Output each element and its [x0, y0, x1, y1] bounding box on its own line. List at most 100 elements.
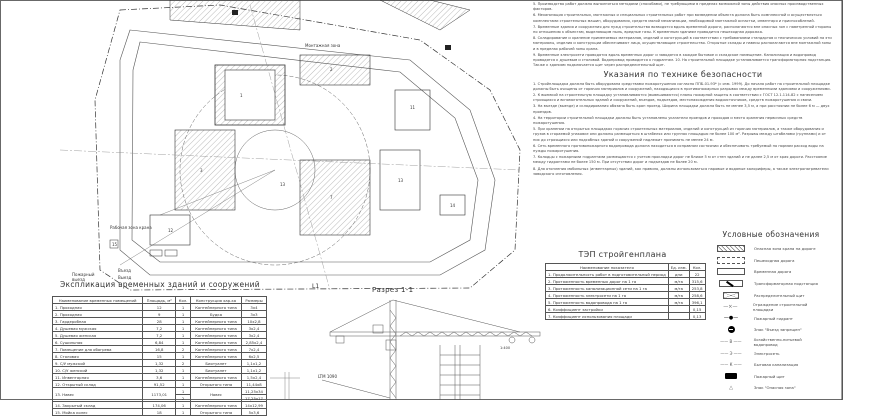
- section-title: Разрез 1-1: [372, 286, 414, 294]
- table-cell: 11. Инвентарная: [51, 373, 144, 381]
- legend-symbol-icon: [716, 245, 746, 253]
- table-cell: 6,84: [142, 338, 177, 346]
- table-cell: 17,25x17: [240, 394, 268, 402]
- table-cell: Контейнерного типа: [190, 303, 242, 311]
- plan-number: 14: [450, 203, 456, 208]
- legend-label: Электросеть: [754, 350, 780, 356]
- table-cell: Размеры: [240, 296, 268, 304]
- table-cell: Площадь, м²: [142, 296, 177, 304]
- safety-note: 6. Сеть временного противопожарного водо…: [533, 143, 824, 154]
- table-cell: 1: [175, 303, 192, 311]
- legend-symbol-icon: [716, 280, 746, 288]
- table-cell: 1,5x2,4: [240, 373, 268, 381]
- table-cell: м/га: [667, 291, 690, 299]
- table-cell: 2. Протяженность временных дорог на 1 га: [545, 277, 669, 285]
- table-cell: 16,8: [142, 345, 177, 353]
- plan-number: 11: [410, 105, 416, 110]
- legend-symbol-icon: [716, 268, 746, 276]
- site-plan-drawing: [0, 0, 843, 400]
- legend-symbol-icon: —— Э ——: [720, 350, 742, 356]
- site-fence: [94, 4, 521, 291]
- safety-note: 2. К выемкой на строительную площадку ус…: [533, 93, 823, 103]
- table-row: 2. Протяженность временных дорог на 1 га…: [545, 277, 706, 285]
- table-cell: 2: [175, 345, 192, 353]
- legend-label: Пожарный щит: [754, 373, 785, 379]
- plan-number: 12: [168, 228, 174, 233]
- exit-label: Выезд: [118, 275, 132, 280]
- table-cell: 396,1: [688, 298, 706, 306]
- legend-symbol-icon: [716, 256, 746, 264]
- note: 7. Временные здания и сооружения для нуж…: [533, 24, 832, 35]
- table-cell: 3x3: [240, 310, 268, 318]
- legend-label: Трансформаторная подстанция: [754, 281, 818, 287]
- table-cell: 3x2,4: [240, 331, 268, 339]
- table-cell: 10. С/У женский: [51, 366, 144, 374]
- table-cell: 15. Мойка колес: [51, 408, 144, 416]
- legend-label: Бытовая канализация: [754, 362, 799, 368]
- table-cell: Контейнерного типа: [190, 345, 242, 353]
- storage-13: [379, 149, 421, 211]
- legend-symbol-icon: [716, 326, 746, 334]
- safety-note: 1. Стройплощадка должна быть оборудована…: [533, 81, 831, 91]
- table-cell: 1: [175, 387, 192, 395]
- mount-zone-label: Монтажная зона: [305, 43, 341, 48]
- table-cell: 4. Душевая мужская: [51, 324, 144, 332]
- table-cell: Наименование показателя: [545, 263, 669, 271]
- table-cell: 315,6: [688, 277, 706, 285]
- table-cell: м/га: [667, 284, 690, 292]
- plan-number: 2: [330, 67, 333, 72]
- table-cell: 6. Сушильная: [51, 338, 144, 346]
- table-cell: 15: [142, 352, 177, 360]
- table-cell: Навес: [190, 387, 242, 402]
- table-row: 1. Продолжительность работ в подготовите…: [545, 270, 706, 278]
- table-cell: Открытого типа: [190, 380, 242, 388]
- legend-item: Опасная зона крана на дороге: [716, 243, 826, 255]
- legend-label: Знак "Опасная зона": [754, 385, 796, 391]
- safety-note: 3. На въезде (выезде) и складирования об…: [533, 104, 830, 114]
- legend-label: Пешеходная дорога: [754, 257, 795, 263]
- table-cell: 1. Продолжительность работ в подготовите…: [545, 270, 669, 278]
- table-cell: 1,32: [142, 359, 177, 367]
- table-cell: 18: [142, 408, 177, 416]
- note: 5. Производство работ должно выполняться…: [533, 2, 824, 12]
- table-cell: 1,1x1,2: [240, 366, 268, 374]
- temporary-road: [119, 29, 496, 276]
- explication-title: Экспликация временных зданий и сооружени…: [60, 280, 260, 289]
- table-cell: [667, 312, 690, 320]
- table-cell: 258,6: [688, 291, 706, 299]
- table-cell: Наименование временных помещений: [51, 296, 144, 304]
- plan-number: 13: [398, 178, 404, 183]
- table-cell: 1173,01: [142, 387, 177, 402]
- table-cell: м/га: [667, 298, 690, 306]
- table-cell: 1: [175, 352, 192, 360]
- table-cell: 1: [175, 310, 192, 318]
- table-cell: Контейнерного типа: [190, 324, 242, 332]
- table-cell: м/га: [667, 277, 690, 285]
- table-cell: 1: [175, 373, 192, 381]
- table-cell: 2,85x2,4: [240, 338, 268, 346]
- plan-number: 7: [330, 195, 333, 200]
- table-cell: 7. Помещение для обогрева: [51, 345, 144, 353]
- legend-symbol-icon: —●—: [723, 315, 739, 322]
- table-cell: 12: [142, 303, 177, 311]
- table-cell: 7x2,4: [240, 345, 268, 353]
- plan-number: 3: [200, 168, 203, 173]
- table-cell: 3x2,4: [240, 324, 268, 332]
